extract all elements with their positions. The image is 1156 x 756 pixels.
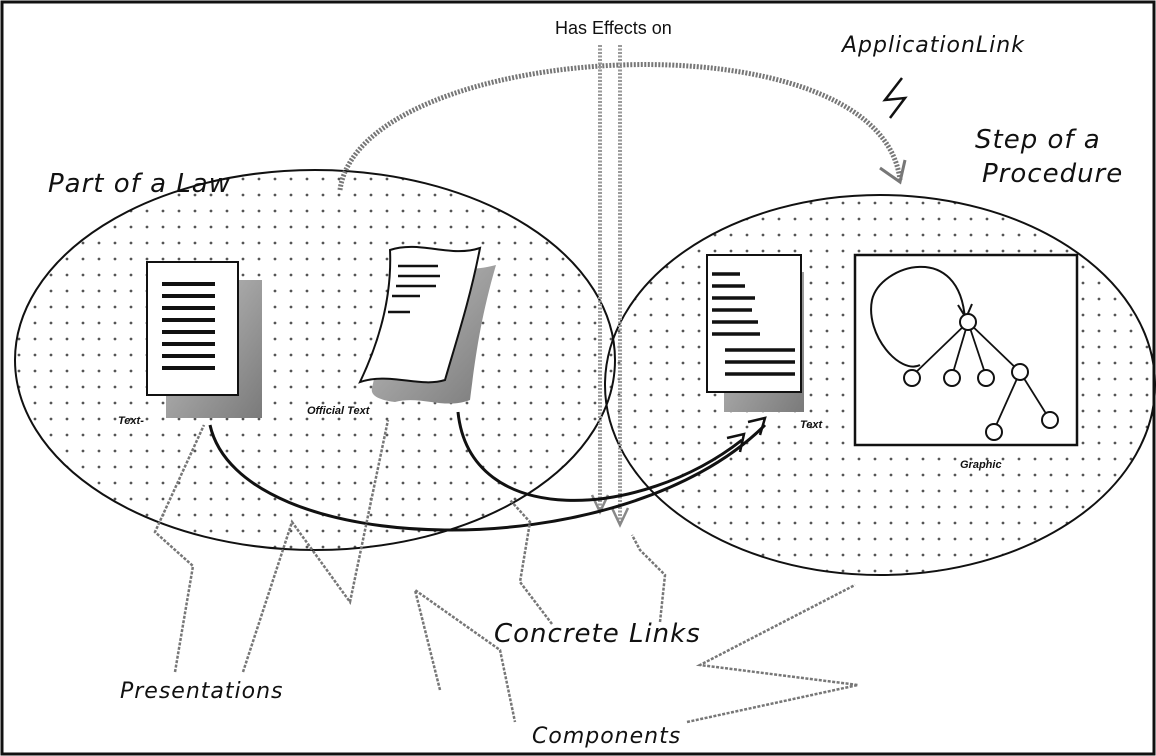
text-document-left — [147, 262, 262, 418]
text-document-right — [707, 255, 804, 412]
step-of-procedure-label-1: Step of a — [975, 125, 1101, 155]
has-effects-on-label: Has Effects on — [555, 18, 672, 38]
graphic-label: Graphic — [960, 459, 1002, 471]
official-text-label: Official Text — [307, 405, 371, 417]
text-left-label: Text- — [118, 415, 144, 427]
step-of-procedure-label-2: Procedure — [982, 159, 1123, 189]
application-link-arrowhead — [880, 160, 905, 182]
lightning-bolt — [885, 78, 905, 118]
concrete-links-pointer-1 — [510, 500, 552, 624]
components-pointer-2 — [687, 585, 858, 722]
application-link-label: ApplicationLink — [840, 33, 1025, 58]
graphic-box — [855, 255, 1077, 445]
concrete-links-pointer-2 — [632, 535, 665, 622]
text-right-label: Text — [800, 419, 824, 431]
concrete-links-label: Concrete Links — [494, 619, 701, 649]
components-pointer-1 — [415, 590, 515, 722]
components-label: Components — [532, 724, 681, 749]
part-of-law-label: Part of a Law — [48, 169, 231, 199]
presentations-label: Presentations — [120, 679, 284, 704]
